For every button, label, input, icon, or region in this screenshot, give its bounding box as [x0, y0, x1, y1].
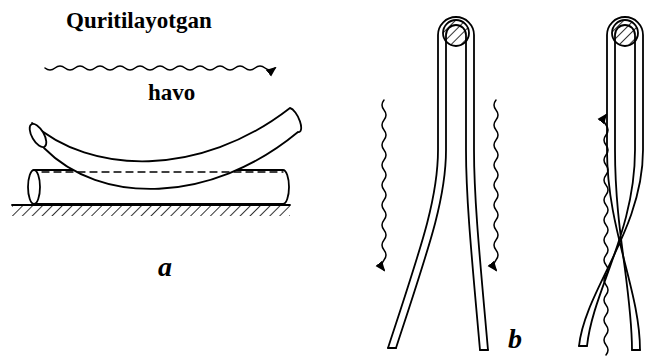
strand-ends: [579, 346, 640, 350]
air-flow-arrow: [494, 100, 498, 270]
hidden-edge: [42, 171, 283, 172]
crossed-strand: [587, 25, 635, 350]
figure-title: Quritilayotgan: [66, 8, 212, 33]
cylinder-end: [26, 121, 49, 150]
air-flow-arrow: [604, 115, 608, 355]
strand-ends: [388, 348, 488, 350]
air-flow-arrow: [45, 66, 275, 70]
medium-label: havo: [148, 80, 195, 105]
air-flow-arrow: [382, 100, 386, 270]
bent-cylinder: [32, 108, 301, 189]
cylinder-end: [28, 170, 40, 204]
hanging-strand: [388, 17, 488, 350]
crossed-strand: [579, 17, 643, 350]
subfigure-letter: a: [158, 252, 172, 283]
hanging-strand: [396, 25, 480, 350]
ground-hatch: [12, 205, 290, 216]
subfigure-letter: b: [508, 324, 522, 355]
